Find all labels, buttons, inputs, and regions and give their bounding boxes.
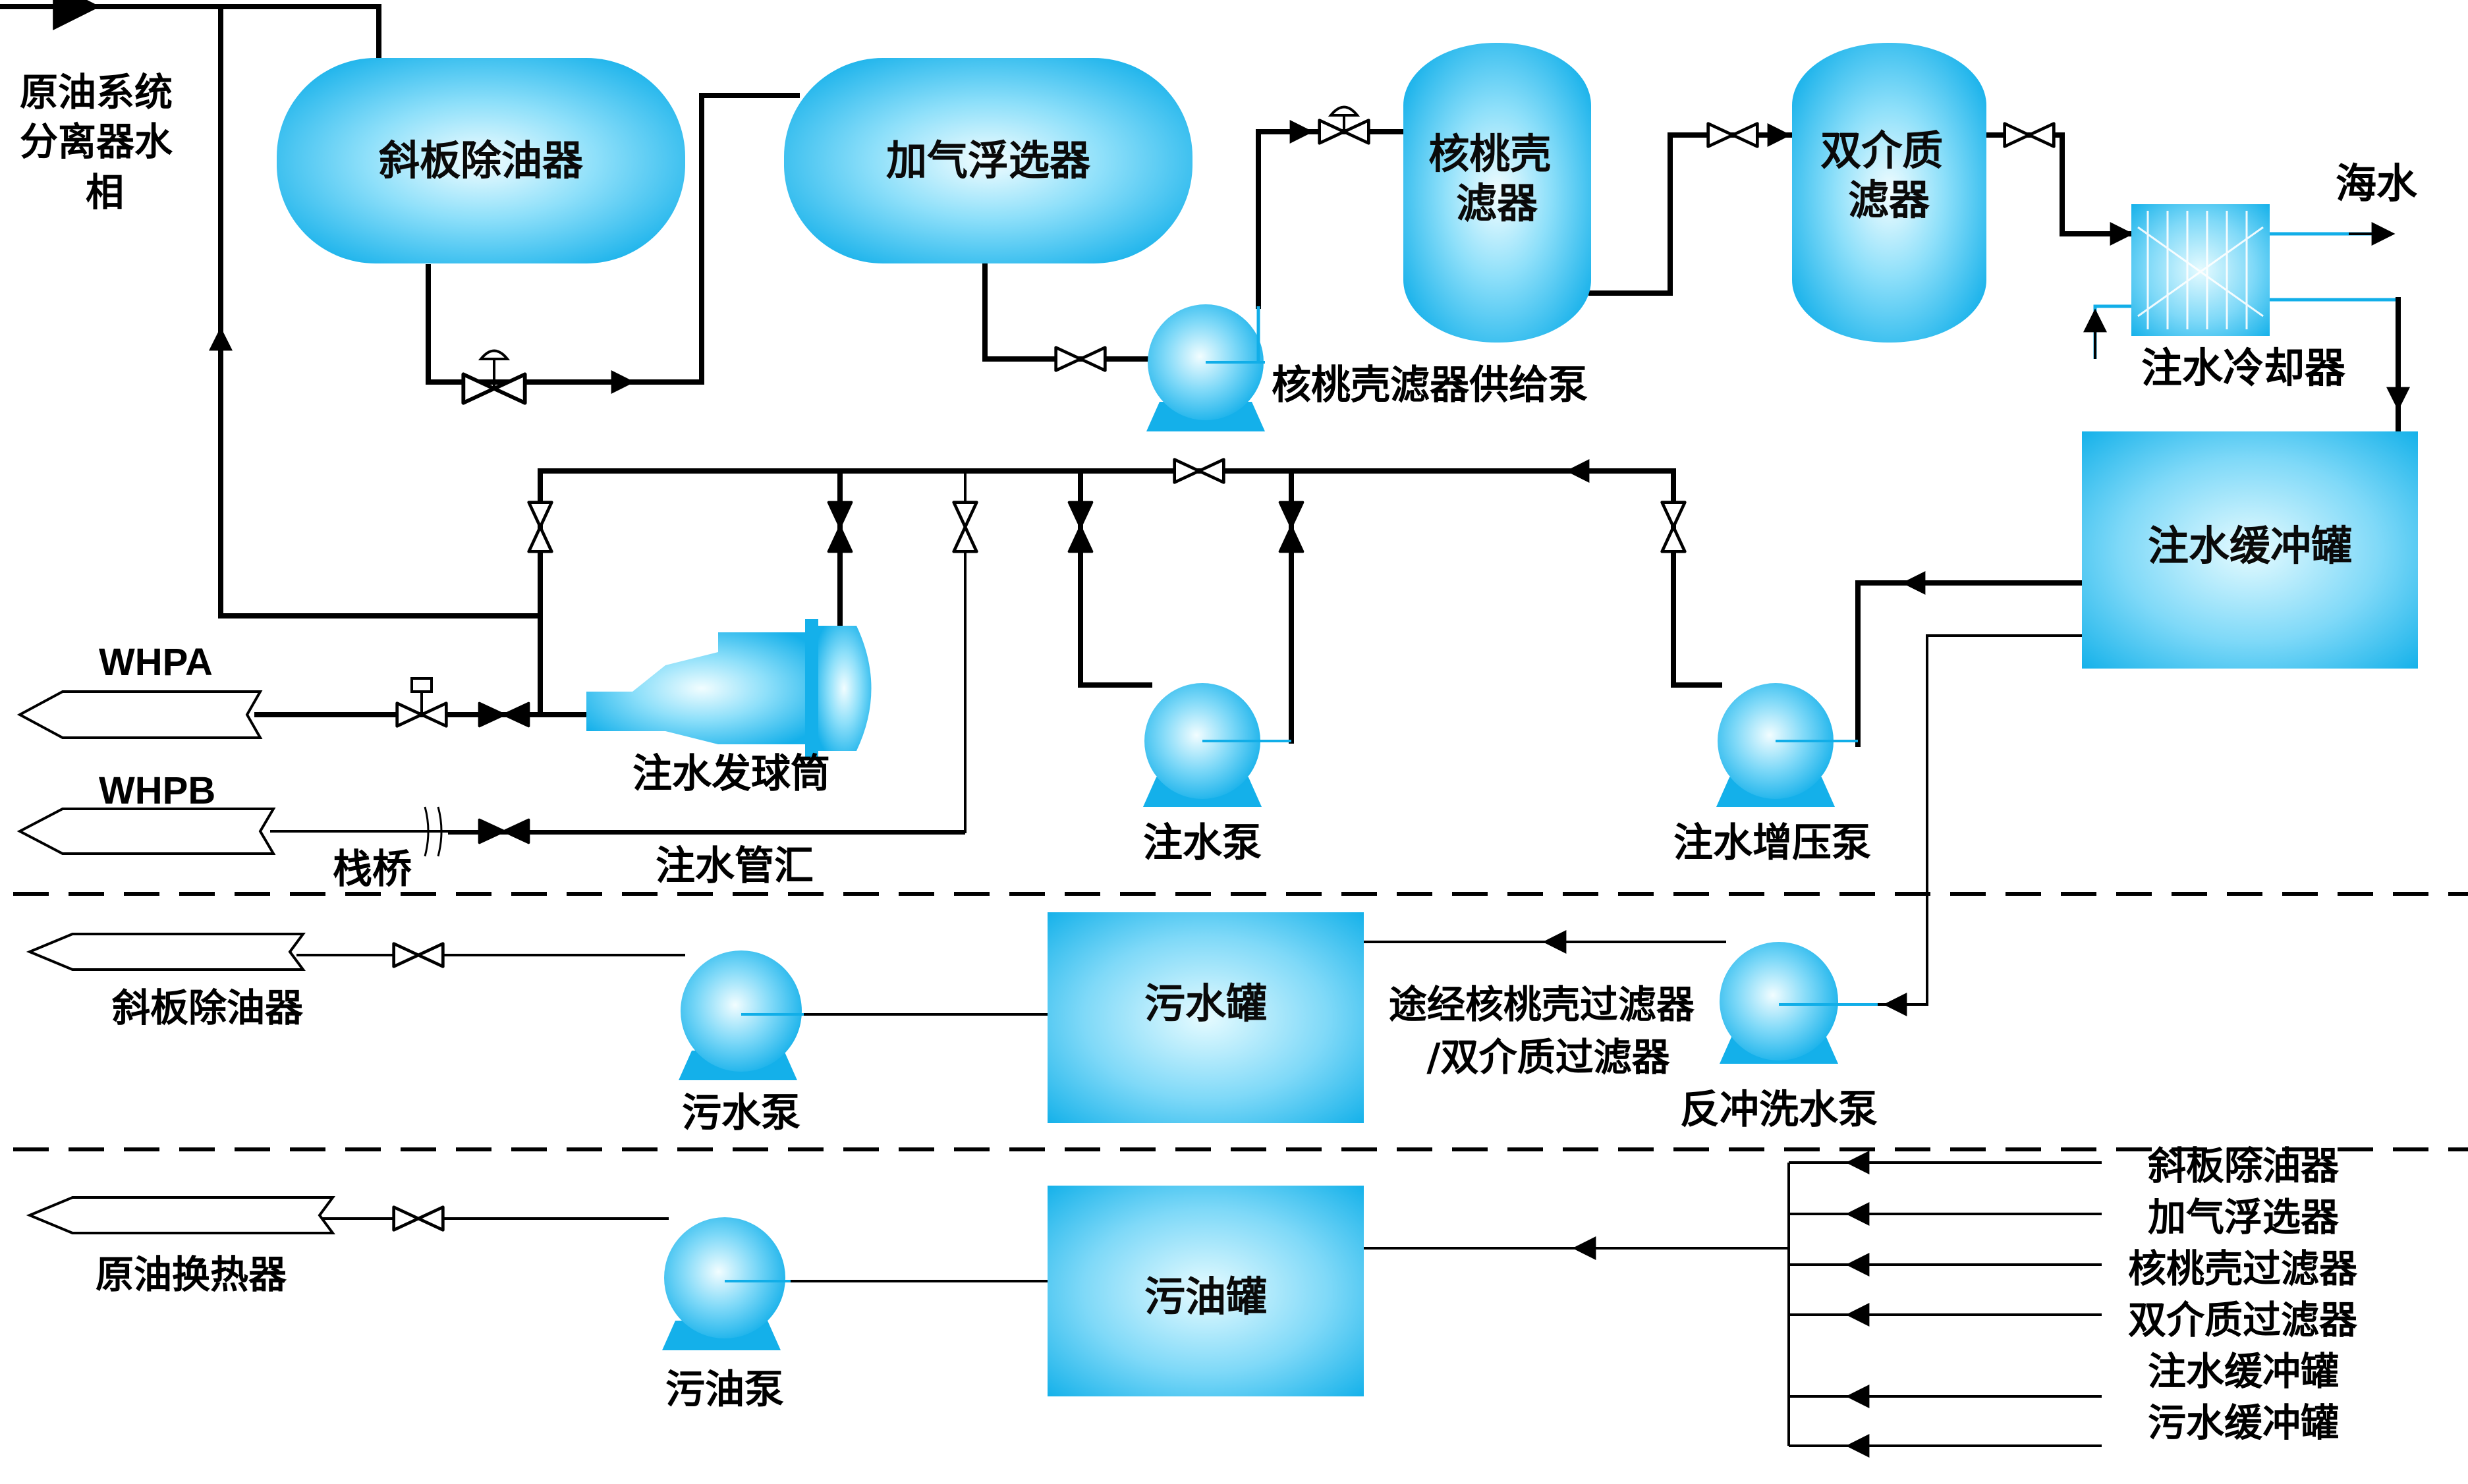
crude-hx-arrow: [26, 1196, 335, 1234]
hand-valve-icon: [394, 944, 443, 967]
label-trestle: 栈桥: [333, 846, 412, 893]
label-booster-pump: 注水增压泵: [1673, 820, 1871, 866]
pipe-recycle-left: [218, 4, 543, 618]
hand-valve-icon: [1056, 348, 1106, 371]
cooler-exchanger: [2131, 204, 2270, 336]
check-valve-icon: [827, 501, 853, 553]
label-backwash-pump: 反冲洗水泵: [1680, 1087, 1878, 1133]
label-manifold: 注水管汇: [656, 843, 814, 889]
label-buffer-tank: 注水缓冲罐: [2148, 522, 2352, 570]
pipe-source-to-cpi: [0, 4, 381, 65]
label-source-item: 双介质过滤器: [2128, 1298, 2358, 1342]
hand-valve-icon: [954, 503, 977, 552]
booster-pump: [1716, 683, 1858, 807]
hand-valve-icon: [394, 1207, 443, 1230]
whpb-outlet-arrow: [16, 808, 276, 855]
label-oil-tank: 污油罐: [1144, 1273, 1267, 1321]
hand-valve-icon: [2005, 124, 2054, 147]
label-backwash-via: 途经核桃壳过滤器 /双介质过滤器: [1389, 982, 1708, 1080]
label-source-item: 斜板除油器: [2148, 1143, 2340, 1188]
check-valve-icon: [478, 701, 530, 728]
label-source-item: 核桃壳过滤器: [2128, 1246, 2358, 1291]
walnut-filter-vessel: [1403, 43, 1591, 343]
oil-tank: [1048, 1186, 1364, 1396]
pipe-buffer-to-booster: [1855, 580, 2085, 747]
hand-valve-icon: [529, 503, 552, 552]
pipe-dual-to-cooler: [1984, 132, 2134, 236]
label-whpa: WHPA: [99, 641, 213, 684]
source-collector-lines: [1789, 1151, 2102, 1458]
sewage-tank: [1048, 912, 1364, 1123]
pipe-buffer-to-backwash: [1874, 634, 2082, 1006]
dual-media-filter-vessel: [1792, 43, 1986, 343]
whpa-outlet-arrow: [16, 690, 263, 739]
label-sewage-tank: 污水罐: [1144, 979, 1267, 1028]
label-dual-media-filter: 双介质 滤器: [1820, 126, 1957, 224]
label-source-item: 加气浮选器: [2148, 1195, 2340, 1240]
label-injection-pump: 注水泵: [1143, 820, 1262, 866]
label-walnut-filter: 核桃壳 滤器: [1428, 130, 1565, 227]
oil-pump: [662, 1217, 791, 1350]
check-valve-icon: [1067, 501, 1094, 553]
valves: [394, 105, 2054, 1230]
hand-valve-icon: [1708, 124, 1758, 147]
label-seawater: 海水: [2336, 159, 2418, 207]
sewage-pump: [679, 950, 804, 1080]
igf-vessel: [784, 58, 1192, 263]
label-whpb: WHPB: [99, 769, 215, 812]
buffer-tank: [2082, 431, 2418, 669]
hand-valve-icon: [1662, 503, 1685, 552]
label-dest-cpi: 斜板除油器: [112, 985, 304, 1030]
labels: 原油系统 分离器水 相 斜板除油器 加气浮选器 核桃壳 滤器 双介质 滤器 海水…: [20, 70, 2418, 1445]
pig-launcher: [586, 619, 872, 757]
pipe-igf-to-feed-pump: [982, 261, 1175, 362]
pipe-cpi-to-igf: [426, 93, 800, 385]
label-cpi: 斜板除油器: [379, 136, 584, 184]
pipe-seawater-in: [2093, 304, 2131, 359]
cpi-vessel: [277, 58, 685, 263]
label-source-water: 原油系统 分离器水 相: [20, 70, 186, 215]
check-valve-icon: [478, 818, 530, 844]
label-oil-pump: 污油泵: [665, 1367, 784, 1413]
injection-pump: [1143, 683, 1291, 807]
backwash-pump: [1720, 942, 1878, 1064]
label-sewage-pump: 污水泵: [682, 1090, 800, 1136]
walnut-feed-pump: [1146, 304, 1265, 431]
hand-valve-icon: [1175, 460, 1224, 483]
pipe-feedpump-to-walnut: [1256, 129, 1413, 309]
label-igf: 加气浮选器: [886, 136, 1091, 184]
label-source-item: 注水缓冲罐: [2148, 1349, 2339, 1394]
label-cooler: 注水冷却器: [2141, 344, 2346, 392]
cpi-return-arrow: [26, 933, 306, 971]
check-valve-icon: [1278, 501, 1304, 553]
label-walnut-feed-pump: 核桃壳滤器供给泵: [1272, 362, 1588, 408]
label-source-item: 污水缓冲罐: [2148, 1400, 2339, 1445]
label-dest-crude-hx: 原油换热器: [96, 1252, 287, 1297]
label-pig-launcher: 注水发球筒: [632, 751, 830, 797]
pipe-walnut-to-dual: [1588, 132, 1795, 296]
